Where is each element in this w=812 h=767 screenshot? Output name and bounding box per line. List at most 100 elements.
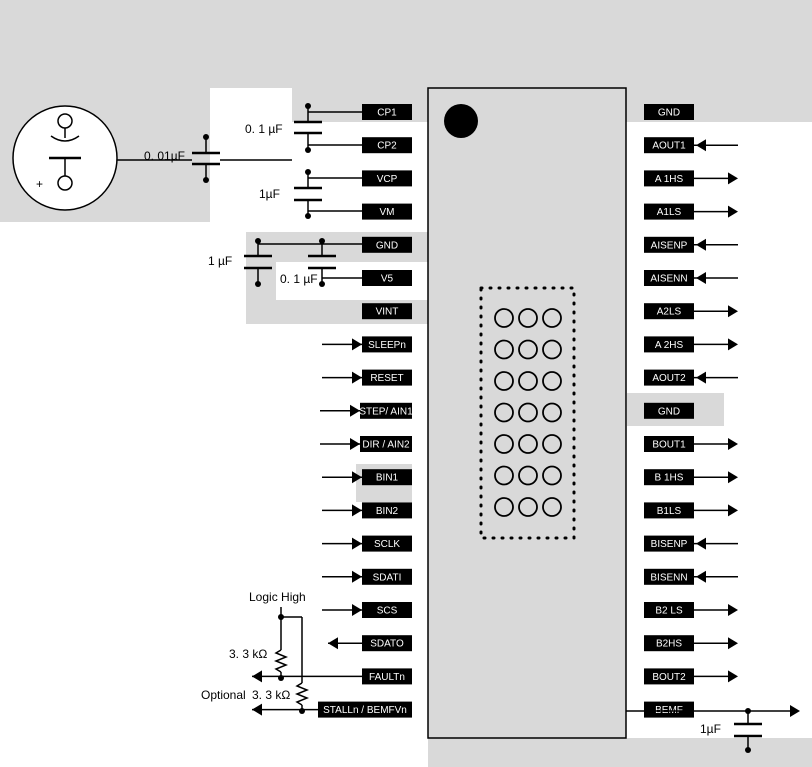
pin-label: B2 LS (655, 606, 683, 617)
thermal-via (518, 465, 538, 486)
thermal-via (494, 308, 514, 328)
pin-bemf: BEMF (644, 701, 694, 718)
pin-vm: VM (362, 203, 412, 220)
arrow-in-bin1 (322, 471, 362, 484)
pin-label: B2HS (656, 639, 682, 650)
pin-b2ls: B2 LS (644, 602, 694, 618)
pin-label: BIN1 (376, 473, 399, 484)
pin-step: STEP/ AIN1 (359, 402, 413, 419)
capacitor-cp (294, 103, 362, 153)
pin-label: GND (376, 240, 398, 251)
arrow-in-sleepn (322, 338, 362, 351)
thermal-via (518, 497, 538, 517)
pin-aout2: AOUT2 (644, 369, 694, 386)
pin-b2hs: B2HS (644, 635, 694, 652)
arrow-out-sdato (328, 637, 362, 650)
pin-label: BIN2 (376, 506, 399, 517)
pin-a2ls: A2LS (644, 303, 694, 320)
pin-label: BOUT1 (652, 440, 686, 451)
pin-gnd-mid: GND (644, 402, 694, 419)
pin-label: AISENP (651, 240, 688, 251)
capacitor-vcp (294, 169, 362, 219)
signal-arrows (252, 139, 738, 716)
pin-vcp: VCP (362, 170, 412, 187)
stepper-motor-symbol: + (12, 105, 292, 211)
thermal-via (542, 371, 562, 391)
arrow-in-bisenp (694, 537, 738, 550)
arrow-out-a1hs (694, 172, 738, 185)
pin-label: B 1HS (655, 473, 684, 484)
arrow-out-bout2 (694, 670, 738, 683)
label-cap-cp: 0. 1 µF (245, 122, 283, 136)
thermal-via (542, 308, 562, 328)
arrow-in-scs (322, 604, 362, 616)
arrow-out-stalln (252, 703, 318, 716)
arrow-out-faultn (252, 670, 362, 683)
arrow-out-bout1 (694, 438, 738, 450)
right-pins: GND AOUT1 A 1HS A1LS AISENP AISENN A2LS A 2HS AO… (644, 104, 694, 718)
arrow-in-sdati (322, 570, 362, 583)
arrow-in-aisenp (694, 238, 738, 251)
motor-plus-sign: + (36, 177, 43, 191)
label-cap-vcp: 1µF (259, 187, 280, 201)
pin-label: STEP/ AIN1 (359, 406, 413, 417)
pullup-network (273, 607, 310, 714)
pin1-marker-dot (444, 104, 478, 138)
pin-label: V5 (381, 274, 394, 285)
thermal-via (542, 339, 562, 360)
label-logic-high: Logic High (249, 590, 306, 604)
thermal-via (494, 339, 514, 360)
pin-scs: SCS (362, 602, 412, 618)
pin-bisenp: BISENP (644, 535, 694, 552)
pin-sleepn: SLEEPn (362, 336, 412, 353)
thermal-via (542, 402, 562, 423)
thermal-via (542, 497, 562, 517)
pin-label: GND (658, 406, 680, 417)
arrow-out-a1ls (694, 205, 738, 218)
pin-gnd-top: GND (644, 104, 694, 120)
arrow-out-a2ls (694, 305, 738, 318)
pin-bout1: BOUT1 (644, 436, 694, 452)
pin-label: AISENN (650, 274, 687, 285)
thermal-via (518, 402, 538, 423)
pin-a2hs: A 2HS (644, 336, 694, 353)
pin-a1hs: A 1HS (644, 170, 694, 187)
pin-label: B1LS (657, 506, 682, 517)
pin-a1ls: A1LS (644, 203, 694, 220)
pin-gnd: GND (362, 236, 412, 253)
thermal-via (518, 339, 538, 360)
label-res-stall: 3. 3 kΩ (252, 688, 290, 702)
pin-label: RESET (370, 373, 403, 384)
thermal-pad (479, 286, 576, 540)
arrow-out-b2hs (694, 637, 738, 650)
thermal-via (518, 371, 538, 391)
arrow-out-b2ls (694, 604, 738, 616)
pin-cp2: CP2 (362, 137, 412, 154)
capacitor-bemf (626, 705, 800, 753)
capacitor-motor (192, 134, 220, 183)
pin-vint: VINT (362, 303, 412, 320)
pin-aout1: AOUT1 (644, 137, 694, 154)
pin-stalln: STALLn / BEMFVn (318, 701, 412, 718)
pin-label: VINT (376, 307, 399, 318)
thermal-via (494, 465, 514, 486)
arrow-in-bisenn (694, 570, 738, 583)
pin-sdati: SDATI (362, 568, 412, 585)
arrow-in-dir (320, 438, 360, 450)
thermal-via (494, 434, 514, 454)
thermal-via (494, 402, 514, 423)
ic-chip-body (427, 87, 627, 739)
pin-faultn: FAULTn (362, 668, 412, 685)
pin-label: SDATI (373, 572, 402, 583)
pin-b1ls: B1LS (644, 502, 694, 519)
pin-label: GND (658, 108, 680, 119)
label-cap-gnd-1: 1 µF (208, 254, 232, 268)
pin-label: SDATO (370, 639, 404, 650)
pin-dir: DIR / AIN2 (360, 436, 412, 452)
pin-b1hs: B 1HS (644, 469, 694, 486)
pin-label: SLEEPn (368, 340, 406, 351)
arrow-in-step (320, 404, 360, 417)
